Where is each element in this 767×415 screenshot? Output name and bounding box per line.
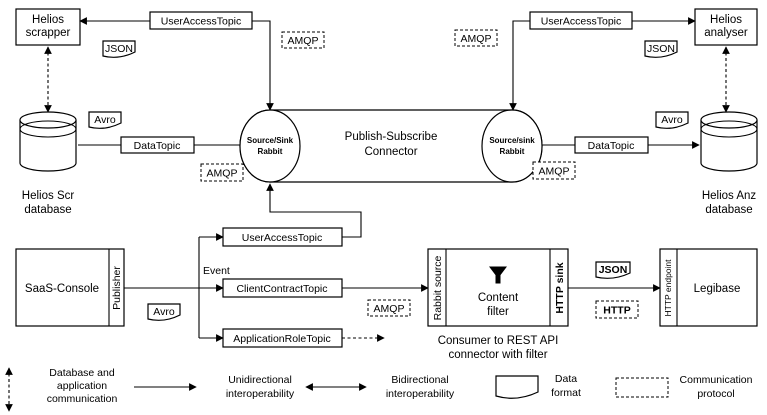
saas-console-box: SaaS-Console Publisher bbox=[15, 248, 125, 327]
filter-icon bbox=[489, 266, 507, 284]
data-topic-right: DataTopic bbox=[574, 136, 649, 154]
avro-left-label: Avro bbox=[94, 114, 116, 126]
amqp-top-right-label: AMQP bbox=[461, 33, 492, 45]
data-format-avro-left: Avro bbox=[88, 111, 122, 129]
protocol-amqp-bottom: AMQP bbox=[367, 299, 411, 317]
data-format-json-left: JSON bbox=[102, 40, 136, 58]
legibase-box: HTTP endpoint Legibase bbox=[659, 248, 758, 327]
data-format-json-bottom: JSON bbox=[595, 261, 631, 279]
data-topic-right-label: DataTopic bbox=[588, 140, 635, 152]
user-access-topic-bottom-label: UserAccessTopic bbox=[242, 232, 323, 244]
data-format-json-right: JSON bbox=[644, 40, 678, 58]
consumer-rest-connector: Rabbit source HTTP sink bbox=[427, 248, 569, 327]
publisher-label: Publisher bbox=[111, 266, 123, 310]
application-role-topic: ApplicationRoleTopic bbox=[222, 328, 343, 348]
http-bottom-label: HTTP bbox=[603, 305, 630, 317]
event-label: Event bbox=[203, 265, 230, 277]
amqp-bottom-label: AMQP bbox=[374, 303, 405, 315]
helios-anz-database bbox=[700, 111, 758, 172]
data-format-avro-right: Avro bbox=[655, 111, 689, 129]
client-contract-topic: ClientContractTopic bbox=[222, 278, 343, 298]
data-format-avro-bottom: Avro bbox=[147, 303, 181, 321]
legend-data-format-shape bbox=[495, 375, 539, 399]
user-access-topic-left-label: UserAccessTopic bbox=[161, 16, 242, 28]
json-bottom-label: JSON bbox=[599, 264, 628, 276]
user-access-topic-right: UserAccessTopic bbox=[529, 11, 633, 30]
protocol-amqp-mid-right: AMQP bbox=[532, 161, 576, 180]
client-contract-topic-label: ClientContractTopic bbox=[236, 283, 327, 295]
amqp-top-left-label: AMQP bbox=[288, 35, 319, 47]
json-right-label: JSON bbox=[647, 43, 675, 55]
avro-bottom-label: Avro bbox=[153, 306, 175, 318]
amqp-mid-right-label: AMQP bbox=[539, 166, 570, 178]
application-role-topic-label: ApplicationRoleTopic bbox=[233, 333, 330, 345]
helios-scr-database bbox=[19, 111, 77, 172]
protocol-amqp-top-left: AMQP bbox=[281, 31, 325, 49]
http-sink-label: HTTP sink bbox=[554, 262, 566, 313]
protocol-http-bottom: HTTP bbox=[595, 300, 639, 319]
user-access-topic-bottom: UserAccessTopic bbox=[222, 227, 343, 247]
legend-protocol-shape bbox=[615, 377, 669, 398]
data-topic-left-label: DataTopic bbox=[134, 140, 181, 152]
protocol-amqp-mid-left: AMQP bbox=[200, 163, 244, 182]
publish-subscribe-connector bbox=[239, 109, 543, 183]
user-access-topic-right-label: UserAccessTopic bbox=[541, 16, 622, 28]
user-access-topic-left: UserAccessTopic bbox=[149, 11, 253, 30]
avro-right-label: Avro bbox=[661, 114, 683, 126]
json-left-label: JSON bbox=[105, 43, 133, 55]
protocol-amqp-top-right: AMQP bbox=[454, 29, 498, 47]
amqp-mid-left-label: AMQP bbox=[207, 168, 238, 180]
data-topic-left: DataTopic bbox=[120, 136, 195, 154]
rabbit-source-label: Rabbit source bbox=[432, 255, 444, 320]
saas-console-label: SaaS-Console bbox=[25, 283, 99, 295]
http-endpoint-label: HTTP endpoint bbox=[663, 259, 673, 317]
legibase-label: Legibase bbox=[694, 283, 741, 295]
